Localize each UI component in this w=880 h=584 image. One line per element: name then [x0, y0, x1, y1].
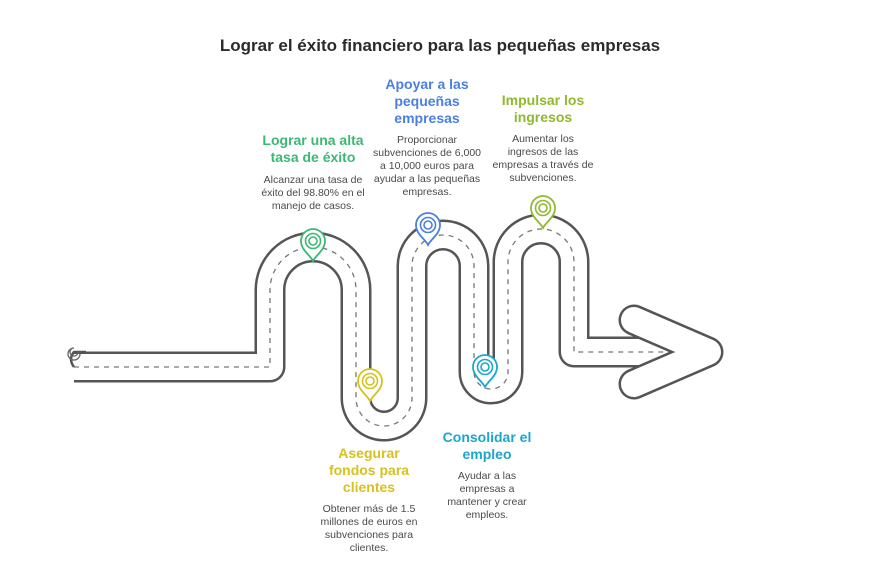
milestone-pin-revenue	[530, 195, 556, 231]
diagram-title: Lograr el éxito financiero para las pequ…	[219, 36, 661, 55]
milestone-pin-small-business	[415, 212, 441, 248]
milestone-pin-success-rate	[300, 228, 326, 264]
milestone-label-employment: Consolidar el empleo	[442, 429, 532, 462]
milestone-desc-success-rate: Alcanzar una tasa de éxito del 98.80% en…	[261, 174, 365, 212]
milestone-desc-client-funds: Obtener más de 1.5 millones de euros en …	[320, 503, 418, 554]
winding-road	[69, 213, 724, 442]
milestone-pin-employment	[472, 354, 498, 390]
milestone-label-revenue: Impulsar los ingresos	[501, 92, 585, 125]
start-spiral-icon	[67, 347, 81, 361]
milestone-desc-revenue: Aumentar los ingresos de las empresas a …	[492, 133, 594, 184]
milestone-desc-small-business: Proporcionar subvenciones de 6,000 a 10,…	[373, 134, 481, 198]
milestone-pin-client-funds	[357, 368, 383, 404]
milestone-label-small-business: Apoyar a las pequeñas empresas	[385, 76, 469, 126]
milestone-desc-employment: Ayudar a las empresas a mantener y crear…	[447, 470, 527, 521]
milestone-label-client-funds: Asegurar fondos para clientes	[328, 445, 410, 495]
milestone-label-success-rate: Lograr una alta tasa de éxito	[262, 132, 364, 165]
